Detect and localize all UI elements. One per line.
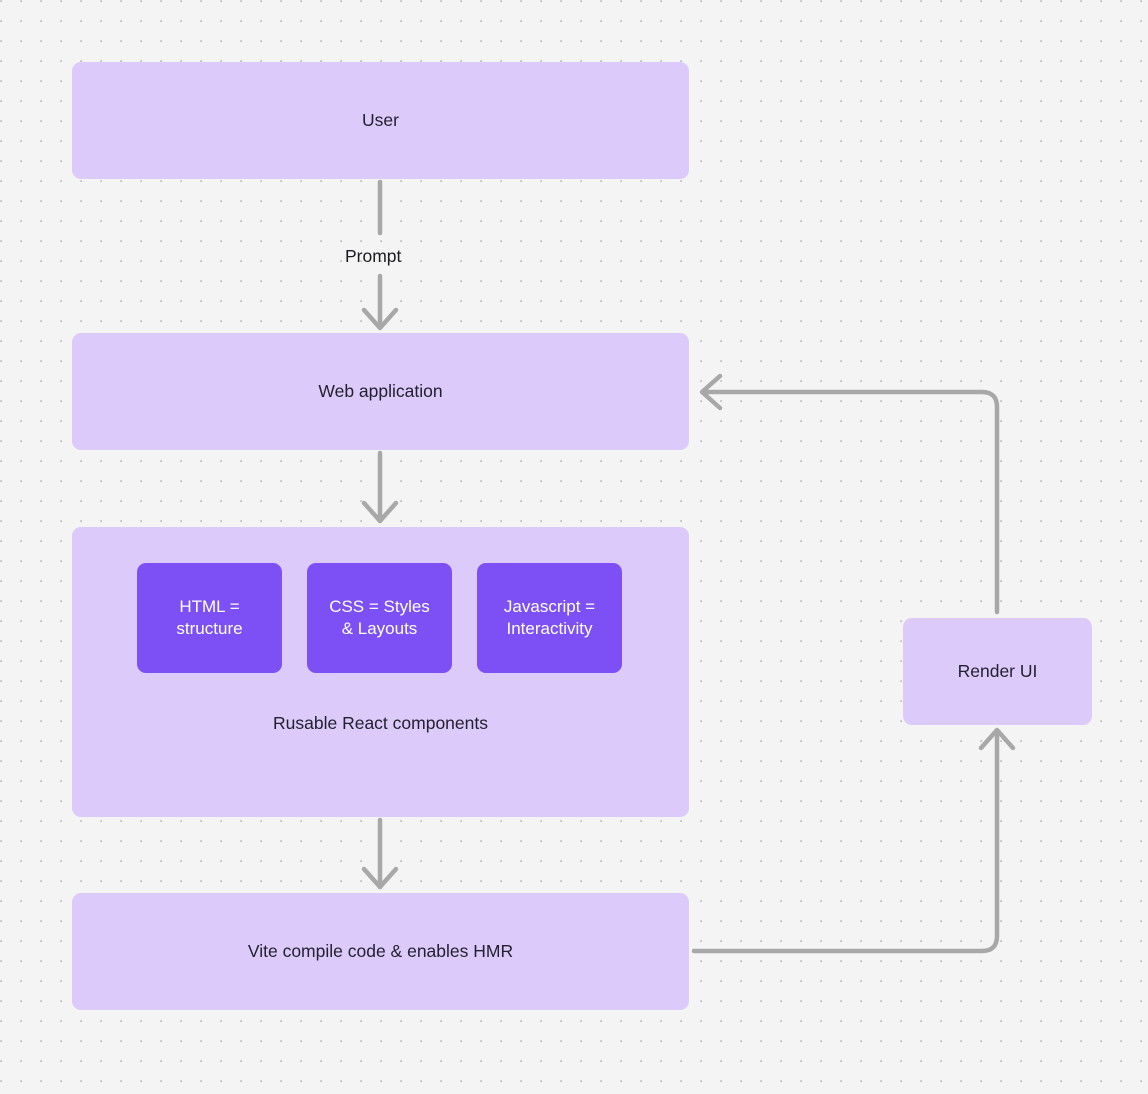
chip-css[interactable]: CSS = Styles & Layouts [307, 563, 452, 673]
node-web-application[interactable]: Web application [72, 333, 689, 450]
edge-renderui-to-webapp [699, 373, 1000, 615]
node-render-ui-label: Render UI [957, 660, 1038, 681]
chip-javascript-line1: Javascript = [503, 596, 596, 616]
arrowhead-down [361, 500, 399, 524]
chip-css-line2: & Layouts [341, 619, 418, 638]
chip-javascript-text: Javascript = Interactivity [504, 596, 595, 641]
react-components-caption: Rusable React components [273, 713, 488, 733]
node-vite-label: Vite compile code & enables HMR [247, 940, 514, 961]
edge-segment [691, 728, 1000, 954]
arrowhead-down [361, 866, 399, 890]
chip-html-line2: structure [176, 619, 243, 638]
edge-components-to-vite [361, 817, 399, 890]
chip-css-text: CSS = Styles & Layouts [329, 596, 430, 641]
node-render-ui[interactable]: Render UI [903, 618, 1092, 725]
chip-javascript-line2: Interactivity [506, 619, 593, 638]
edge-segment [700, 389, 1000, 615]
node-user-label: User [362, 109, 399, 130]
chip-html[interactable]: HTML = structure [137, 563, 282, 673]
edge-webapp-to-components [361, 450, 399, 524]
chip-html-text: HTML = structure [176, 596, 242, 641]
arrowhead-down [361, 307, 399, 331]
chip-html-line1: HTML = [179, 596, 240, 616]
node-user[interactable]: User [72, 62, 689, 179]
node-vite[interactable]: Vite compile code & enables HMR [72, 893, 689, 1010]
edge-vite-to-renderui [691, 727, 1016, 954]
arrowhead-up [978, 727, 1016, 751]
chip-javascript[interactable]: Javascript = Interactivity [477, 563, 622, 673]
edge-label-prompt: Prompt [345, 246, 402, 266]
node-web-application-label: Web application [318, 380, 443, 401]
chip-css-line1: CSS = Styles [329, 596, 430, 616]
arrowhead-left [699, 373, 723, 411]
